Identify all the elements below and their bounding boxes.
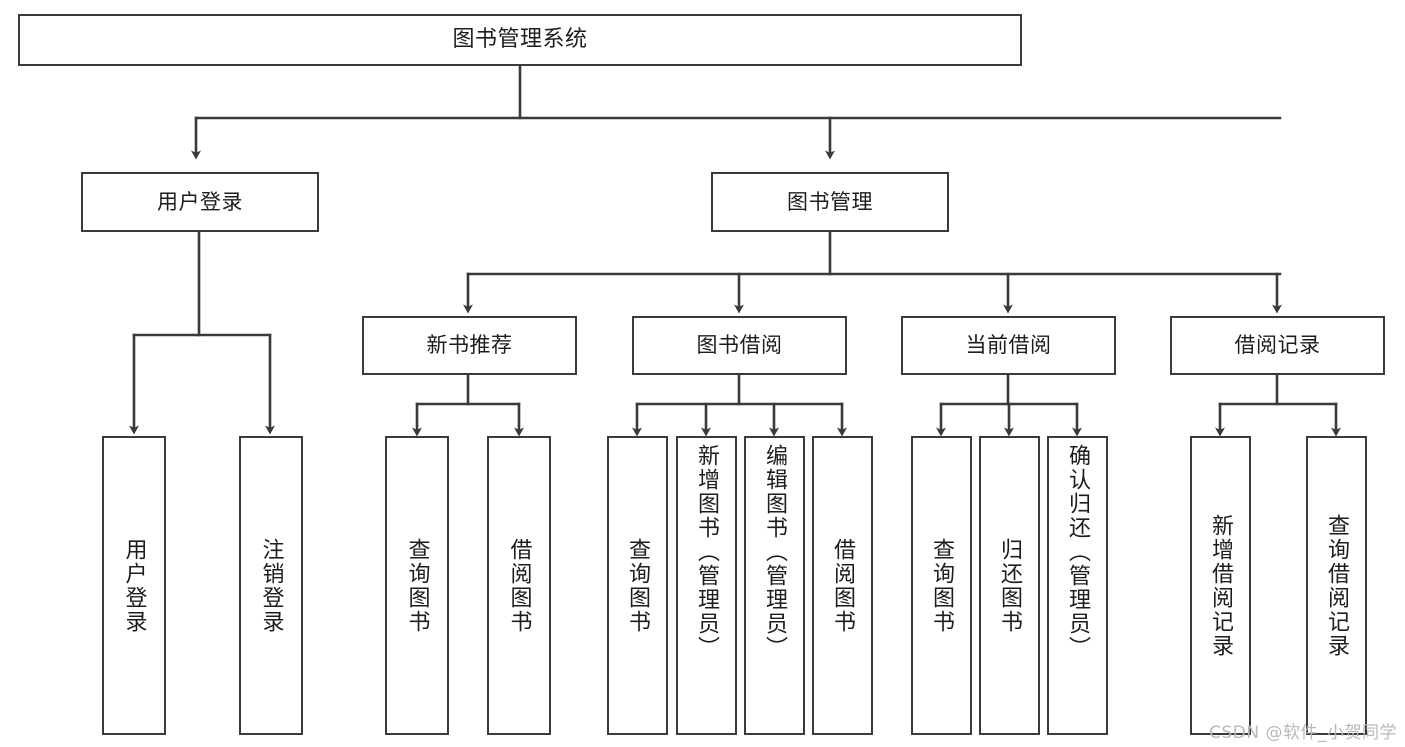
leaf-return-book[interactable]: 归还图书 — [979, 436, 1040, 735]
leaf-query-book-2[interactable]: 查询图书 — [607, 436, 668, 735]
leaf-confirm-return-admin[interactable]: 确认归还（管理员） — [1047, 436, 1108, 735]
node-label: 图书借阅 — [696, 333, 783, 358]
leaf-borrow-book-1[interactable]: 借阅图书 — [487, 436, 551, 735]
node-new-book-recommend[interactable]: 新书推荐 — [362, 316, 577, 375]
leaf-edit-book-admin[interactable]: 编辑图书（管理员） — [744, 436, 805, 735]
node-label: 注销登录 — [258, 537, 284, 634]
node-label: 新增图书（管理员） — [694, 444, 720, 660]
node-label: 借阅图书 — [506, 537, 532, 634]
node-label: 当前借阅 — [965, 333, 1052, 358]
node-label: 用户登录 — [121, 537, 147, 634]
leaf-borrow-book-2[interactable]: 借阅图书 — [812, 436, 873, 735]
node-label: 查询图书 — [929, 537, 955, 634]
node-borrow-record[interactable]: 借阅记录 — [1170, 316, 1385, 375]
node-label: 借阅图书 — [830, 537, 856, 634]
node-label: 新增借阅记录 — [1208, 513, 1234, 658]
node-label: 图书管理系统 — [452, 27, 588, 53]
leaf-query-book-1[interactable]: 查询图书 — [385, 436, 449, 735]
node-root-book-management-system[interactable]: 图书管理系统 — [18, 14, 1022, 66]
node-label: 用户登录 — [157, 189, 243, 214]
node-label: 查询图书 — [404, 537, 430, 634]
node-label: 借阅记录 — [1234, 333, 1321, 358]
node-label: 归还图书 — [997, 537, 1023, 634]
node-label: 新书推荐 — [426, 333, 513, 358]
leaf-add-borrow-record[interactable]: 新增借阅记录 — [1190, 436, 1251, 735]
leaf-query-borrow-record[interactable]: 查询借阅记录 — [1306, 436, 1367, 735]
node-book-manage[interactable]: 图书管理 — [711, 172, 949, 232]
leaf-add-book-admin[interactable]: 新增图书（管理员） — [676, 436, 737, 735]
leaf-user-login[interactable]: 用户登录 — [102, 436, 166, 735]
node-label: 图书管理 — [787, 189, 873, 214]
node-label: 确认归还（管理员） — [1065, 444, 1091, 660]
leaf-query-book-3[interactable]: 查询图书 — [911, 436, 972, 735]
node-label: 查询图书 — [625, 537, 651, 634]
node-current-borrow[interactable]: 当前借阅 — [901, 316, 1116, 375]
node-label: 查询借阅记录 — [1324, 513, 1350, 658]
leaf-logout-login[interactable]: 注销登录 — [239, 436, 303, 735]
csdn-watermark: CSDN @软件_小贺同学 — [1209, 723, 1397, 743]
node-label: 编辑图书（管理员） — [762, 444, 788, 660]
node-user-login[interactable]: 用户登录 — [81, 172, 319, 232]
node-book-borrow[interactable]: 图书借阅 — [632, 316, 847, 375]
